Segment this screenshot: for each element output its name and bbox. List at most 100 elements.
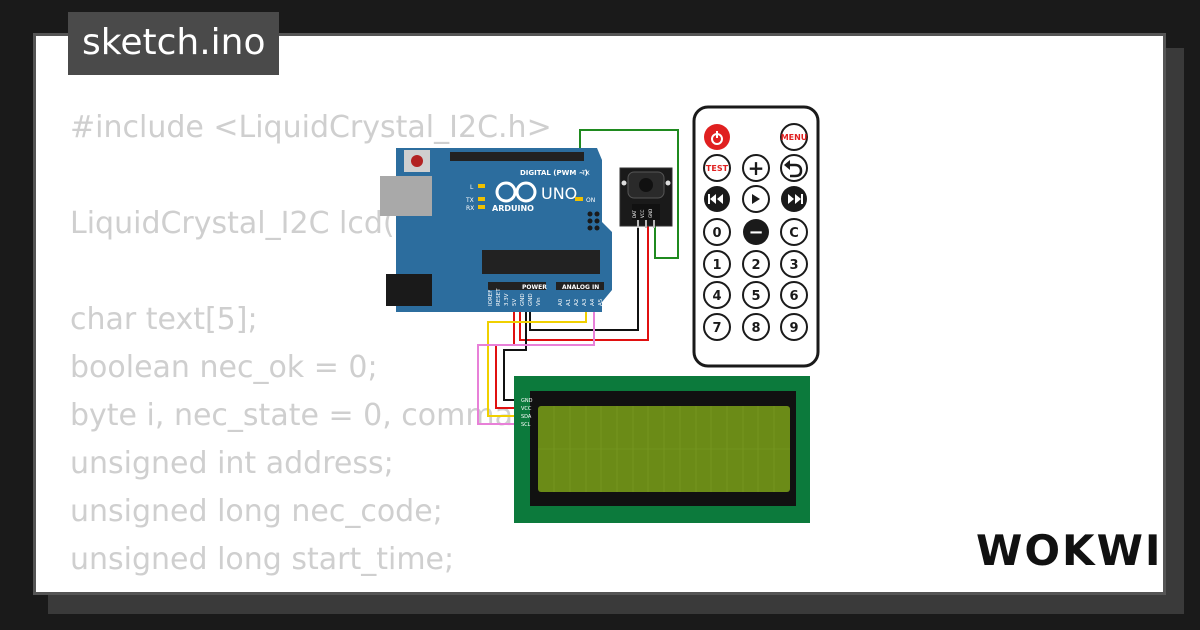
pin-label: GND xyxy=(520,293,526,306)
remote-next-button[interactable] xyxy=(781,186,807,212)
remote-play-button[interactable] xyxy=(742,185,770,213)
wire-yellow-lcd xyxy=(487,300,587,417)
remote-button-label: 8 xyxy=(751,321,760,336)
lcd-pin-label: VCC xyxy=(521,406,532,412)
code-line: #include <LiquidCrystal_I2C.h> xyxy=(70,110,552,145)
pin-label: Vin xyxy=(536,297,542,306)
led-l xyxy=(478,184,485,188)
pin-label: GND xyxy=(528,293,534,306)
wire-black-lcd xyxy=(503,300,527,401)
remote-button-7[interactable]: 7 xyxy=(703,313,731,341)
remote-button-2[interactable]: 2 xyxy=(742,250,770,278)
remote-prev-button[interactable] xyxy=(704,186,730,212)
code-line: boolean nec_ok = 0; xyxy=(70,350,378,385)
lcd-character-grid xyxy=(538,406,790,492)
arduino-logo-icon xyxy=(495,181,537,203)
led-l-label: L xyxy=(470,184,474,191)
remote-button-label: 4 xyxy=(712,289,721,304)
pin-label: RESET xyxy=(496,288,502,306)
remote-back-button[interactable] xyxy=(780,154,808,182)
code-line: unsigned int address; xyxy=(70,446,394,481)
wire-red-ir xyxy=(519,226,649,341)
remote-button-label: 6 xyxy=(789,289,798,304)
rewind-icon xyxy=(708,194,723,204)
remote-menu-button[interactable]: MENU xyxy=(780,123,808,151)
remote-button-label: 0 xyxy=(712,226,721,241)
lcd-pin-label: SDA xyxy=(521,414,532,420)
wokwi-logo[interactable]: WOKWI xyxy=(976,526,1163,575)
ir-pins xyxy=(637,220,655,228)
power-pin-labels: IOREF RESET 3.3V 5V GND GND Vin A0 A1 A2… xyxy=(488,288,604,306)
ir-pin-label: DAT xyxy=(632,210,637,218)
led-tx xyxy=(478,197,485,201)
led-on-label: ON xyxy=(586,197,595,204)
remote-button-label: 2 xyxy=(751,258,760,273)
pin-label: 5V xyxy=(512,299,518,306)
remote-button-label: 3 xyxy=(789,258,798,273)
pin-label: A4 xyxy=(590,298,596,306)
ir-receiver[interactable]: DAT VCC GND xyxy=(619,167,673,228)
pin-label: A2 xyxy=(574,299,580,306)
remote-button-label: 5 xyxy=(751,289,760,304)
remote-button-3[interactable]: 3 xyxy=(780,250,808,278)
tx-label: TX xyxy=(581,170,590,177)
pin-label: 3.3V xyxy=(504,293,510,306)
wire-green xyxy=(579,129,679,259)
remote-minus-button[interactable]: − xyxy=(743,219,769,245)
icsp-header xyxy=(587,211,600,231)
digital-header-label: DIGITAL (PWM ~) xyxy=(520,169,588,177)
remote-button-label: 7 xyxy=(712,321,721,336)
pin-label: A1 xyxy=(566,299,572,306)
remote-button-label: − xyxy=(748,222,763,243)
pin-label: A5 xyxy=(598,298,604,306)
pin-label: A3 xyxy=(582,298,588,306)
remote-c-button[interactable]: C xyxy=(780,218,808,246)
remote-button-label: 9 xyxy=(789,321,798,336)
remote-button-label: + xyxy=(748,156,765,180)
back-arrow-icon xyxy=(787,163,803,178)
atmega-chip xyxy=(482,250,600,274)
remote-button-label: MENU xyxy=(781,133,808,142)
ir-remote[interactable]: MENU TEST + xyxy=(692,105,820,368)
reset-button[interactable] xyxy=(411,155,423,167)
play-icon xyxy=(752,194,760,204)
wire-black-ir xyxy=(529,226,639,331)
remote-power-button[interactable] xyxy=(704,124,730,150)
pin-label: IOREF xyxy=(488,290,494,306)
power-header-label: POWER xyxy=(522,284,547,291)
remote-button-1[interactable]: 1 xyxy=(703,250,731,278)
lcd-pin-label: SCL xyxy=(521,422,531,428)
lcd-pin-labels: GND VCC SDA SCL xyxy=(521,398,533,428)
arduino-brand: ARDUINO xyxy=(492,204,534,213)
power-jack xyxy=(386,274,432,306)
led-rx-label: RX xyxy=(466,205,474,212)
usb-port xyxy=(380,176,432,216)
led-rx xyxy=(478,205,485,209)
led-on xyxy=(575,197,583,201)
led-tx-label: TX xyxy=(465,197,474,204)
code-line: unsigned long start_time; xyxy=(70,542,455,577)
code-line: unsigned long nec_code; xyxy=(70,494,443,529)
remote-button-4[interactable]: 4 xyxy=(703,281,731,309)
remote-button-label: C xyxy=(789,226,799,241)
remote-button-0[interactable]: 0 xyxy=(703,218,731,246)
remote-button-8[interactable]: 8 xyxy=(742,313,770,341)
arduino-model: UNO xyxy=(541,184,577,203)
remote-test-button[interactable]: TEST xyxy=(703,154,731,182)
ir-pin-label: VCC xyxy=(640,209,645,218)
ir-pin-label: GND xyxy=(648,209,653,218)
remote-plus-button[interactable]: + xyxy=(742,154,770,182)
analog-header-label: ANALOG IN xyxy=(562,284,599,291)
remote-button-9[interactable]: 9 xyxy=(780,313,808,341)
remote-button-label: 1 xyxy=(712,258,721,273)
fast-forward-icon xyxy=(788,194,803,204)
remote-button-label: TEST xyxy=(706,164,729,173)
lcd-pin-label: GND xyxy=(521,398,533,404)
lcd-display[interactable]: GND VCC SDA SCL xyxy=(514,376,810,523)
remote-button-6[interactable]: 6 xyxy=(780,281,808,309)
arduino-uno[interactable]: DIGITAL (PWM ~) TX UNO ARDUINO L TX RX O… xyxy=(380,148,612,312)
remote-button-5[interactable]: 5 xyxy=(742,281,770,309)
analog-header xyxy=(556,282,604,290)
pin-label: A0 xyxy=(558,298,564,306)
